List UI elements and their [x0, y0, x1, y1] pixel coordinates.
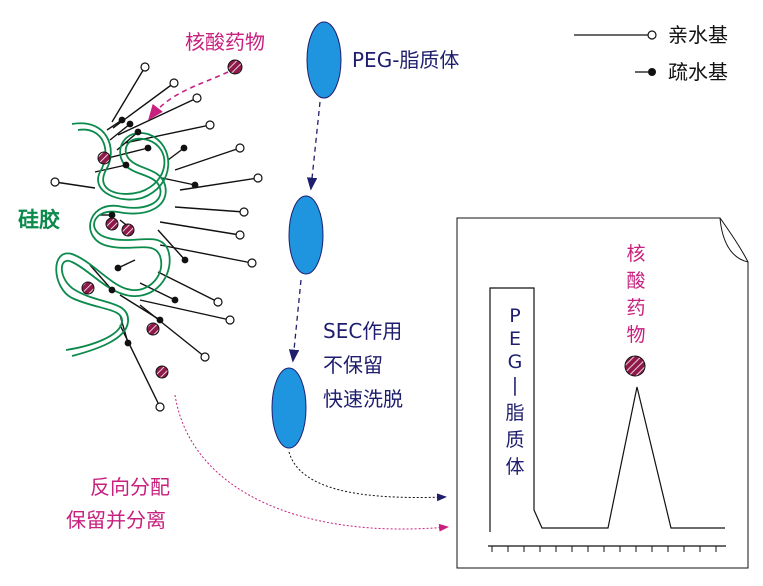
silica-gel-label: 硅胶: [18, 208, 60, 232]
legend-hydrophilic-icon: [647, 30, 657, 40]
liposome-3: [271, 367, 307, 449]
chrom-peg-char: P: [509, 305, 520, 327]
liposome-2: [288, 195, 324, 275]
chrom-peg-char: E: [509, 328, 521, 350]
liposome-to-chrom-arrow: [288, 451, 447, 502]
retained-drug-particles: [81, 151, 169, 379]
liposome-arrow-1: [306, 101, 321, 191]
chrom-peg-char: G: [508, 351, 523, 373]
chrom-drug-char: 物: [626, 324, 645, 346]
free-drug-particle: [227, 59, 243, 75]
chromatogram-paper: [456, 217, 749, 569]
legend-hydrophobic-icon: [648, 68, 656, 76]
sec-label-1: SEC作用: [323, 319, 402, 343]
hydrophilic-ends: [50, 62, 263, 412]
paper-outline: [456, 217, 749, 569]
legend: [574, 30, 657, 76]
chrom-drug-char: 核: [626, 243, 645, 265]
chromatogram-trace: [489, 287, 725, 532]
chrom-drug-char: 酸: [626, 270, 645, 292]
legend-hydrophilic-label: 亲水基: [668, 23, 728, 47]
chrom-peg-label: P E G | 脂 质 体: [505, 305, 524, 478]
nucleic-drug-label: 核酸药物: [185, 30, 265, 54]
sec-label-3: 快速洗脱: [323, 387, 403, 411]
liposome-arrow-2: [288, 279, 302, 363]
legend-hydrophobic-label: 疏水基: [668, 60, 728, 84]
chrom-drug-particle: [624, 355, 646, 377]
silica-surface-line-1: [60, 122, 171, 357]
drug-to-chrom-arrow: [174, 394, 449, 532]
drug-to-silica-arrow: [148, 71, 229, 121]
chrom-drug-label: 核 酸 药 物: [626, 243, 645, 346]
liposome-1: [306, 21, 342, 99]
chrom-peg-char: 体: [505, 456, 524, 478]
sec-label-2: 不保留: [323, 353, 383, 377]
time-axis-ticks: [491, 546, 717, 552]
reverse-label-1: 反向分配: [90, 475, 170, 499]
bonded-chains: [54, 66, 259, 408]
hydrophobic-ends: [108, 116, 199, 347]
chrom-peg-char: 质: [505, 429, 524, 451]
reverse-label-2: 保留并分离: [66, 508, 166, 532]
chrom-peg-char: |: [512, 374, 518, 396]
paper-fold: [719, 217, 749, 263]
silica-surface-line-2: [55, 128, 170, 351]
silica-gel-group: [50, 62, 263, 412]
chrom-peg-char: 脂: [505, 402, 524, 424]
peg-liposome-label: PEG-脂质体: [352, 48, 459, 72]
chrom-drug-char: 药: [626, 297, 645, 319]
